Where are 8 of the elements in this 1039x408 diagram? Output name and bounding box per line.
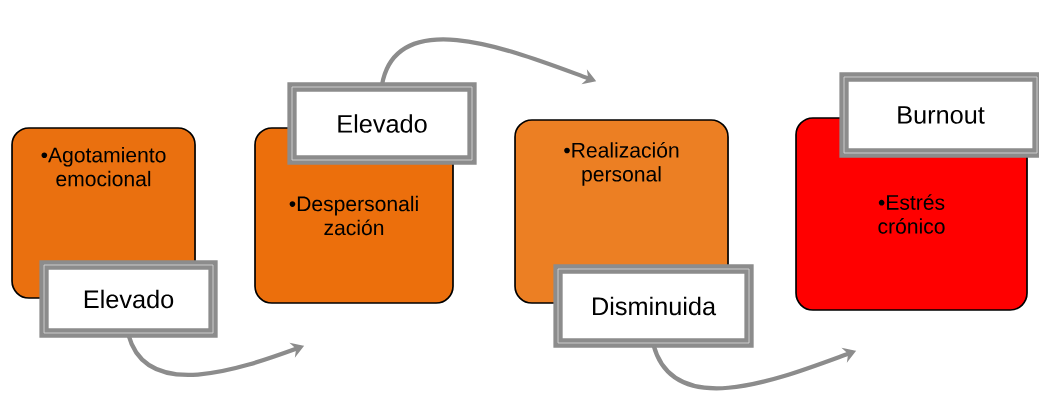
- box-text: •Estrés crónico: [878, 194, 945, 234]
- label-box: Disminuida: [553, 264, 754, 348]
- label-box: Burnout: [839, 72, 1039, 158]
- box-text: •Despersonali zación: [289, 195, 418, 236]
- label-box: Elevado: [287, 82, 477, 165]
- box-text: •Agotamiento emocional: [41, 146, 166, 187]
- box-text: •Realización personal: [564, 141, 679, 186]
- label-box: Elevado: [39, 260, 218, 338]
